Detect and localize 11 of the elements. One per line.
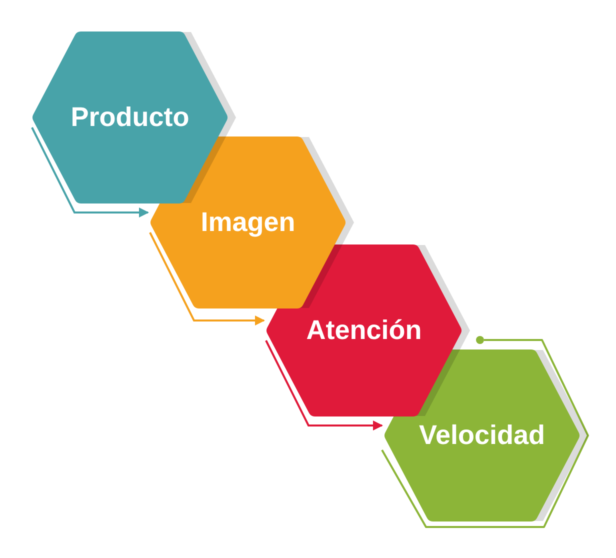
- hexagon: [32, 32, 236, 203]
- arrow: [149, 232, 265, 326]
- node-label: Imagen: [200, 207, 296, 238]
- hexagon: [150, 137, 354, 308]
- node-label: Producto: [70, 102, 190, 133]
- node-label: Velocidad: [418, 420, 546, 451]
- hexagon: [266, 245, 470, 416]
- node-label: Atención: [306, 315, 422, 346]
- arrow: [31, 127, 149, 218]
- arrow: [265, 340, 383, 430]
- hexagon: [384, 350, 588, 521]
